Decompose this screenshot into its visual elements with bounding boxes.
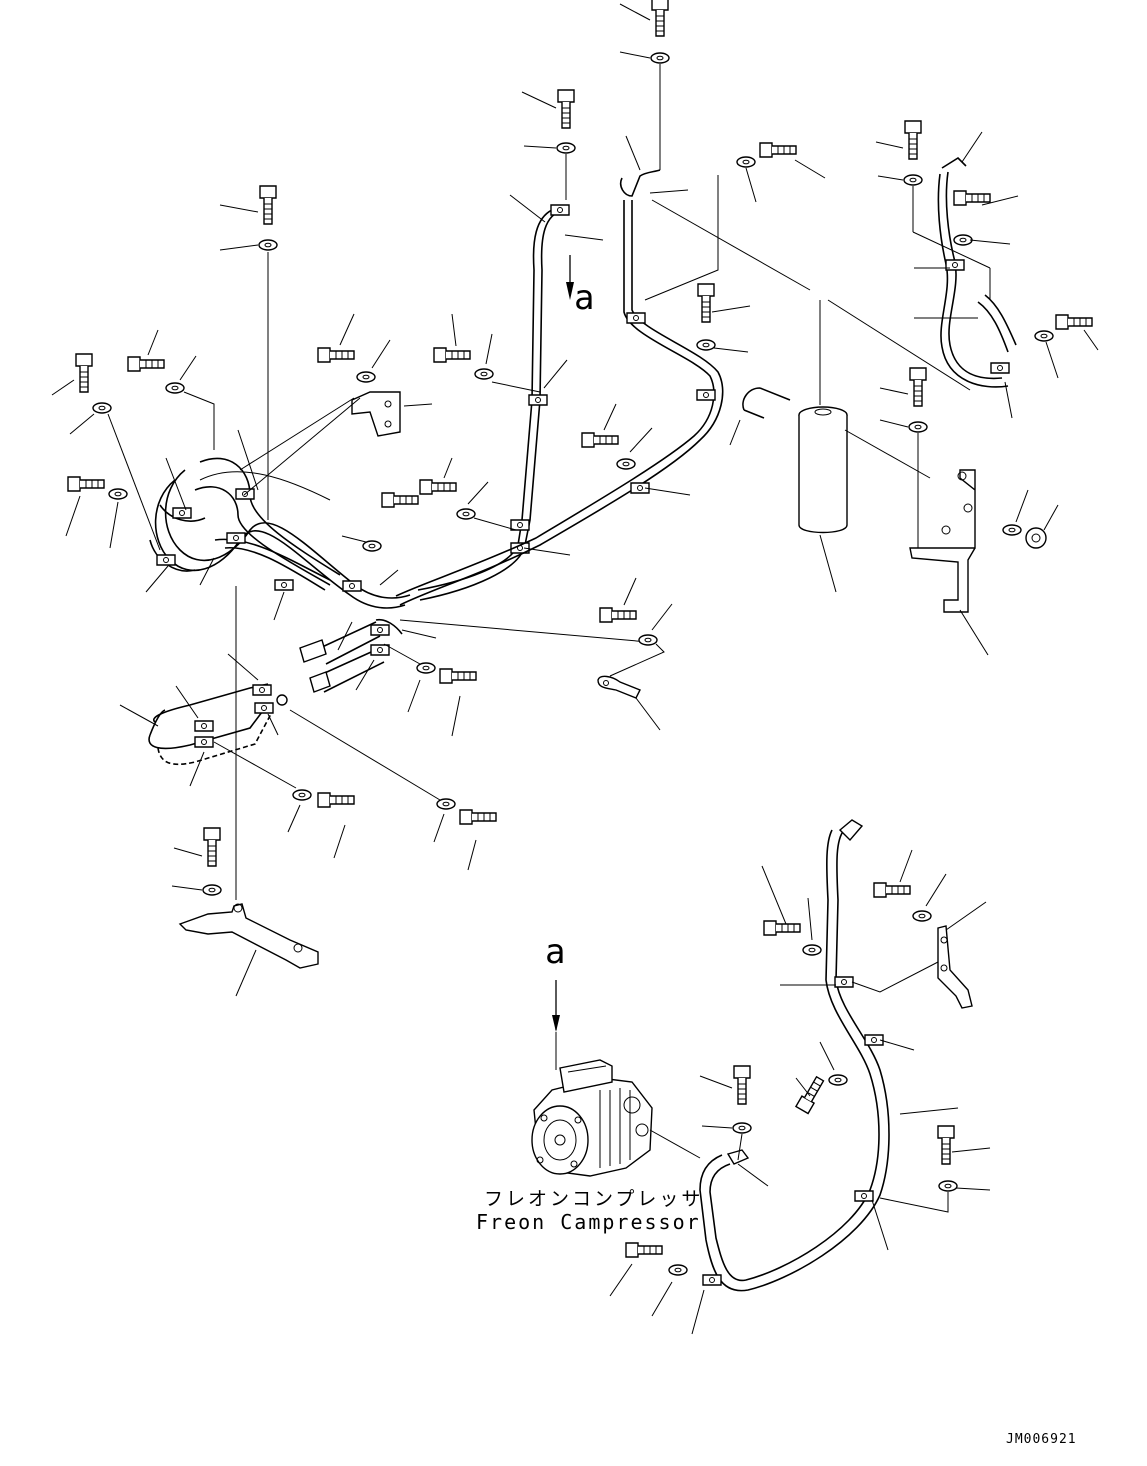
clip-center (597, 675, 641, 699)
figure-number: JM006921 (1006, 1432, 1077, 1447)
view-marker-label: a (574, 278, 595, 318)
receiver-drier (798, 406, 848, 534)
bolt-stack-upper-left (219, 185, 278, 520)
bracket-upper-left (351, 391, 401, 437)
component-label-english: Freon Campressor (476, 1210, 701, 1234)
hose-right-upper (399, 200, 724, 606)
bracket-lower-right (937, 925, 973, 1009)
freon-compressor (531, 1059, 653, 1177)
view-detail-label: a (545, 932, 566, 972)
bolt-stack-center-top (521, 89, 576, 200)
hose-fitting-lower (299, 618, 403, 693)
receiver-hose (742, 387, 791, 419)
mounting-bracket-left (178, 903, 319, 969)
mounting-bracket-right (909, 469, 976, 613)
hose-lower-left (148, 683, 288, 766)
component-label-japanese: フレオンコンプレッサ (484, 1188, 704, 1210)
hose-lower-right (699, 829, 890, 1292)
bolt-stack-top (619, 0, 670, 170)
hose-right-vertical (945, 171, 1003, 380)
